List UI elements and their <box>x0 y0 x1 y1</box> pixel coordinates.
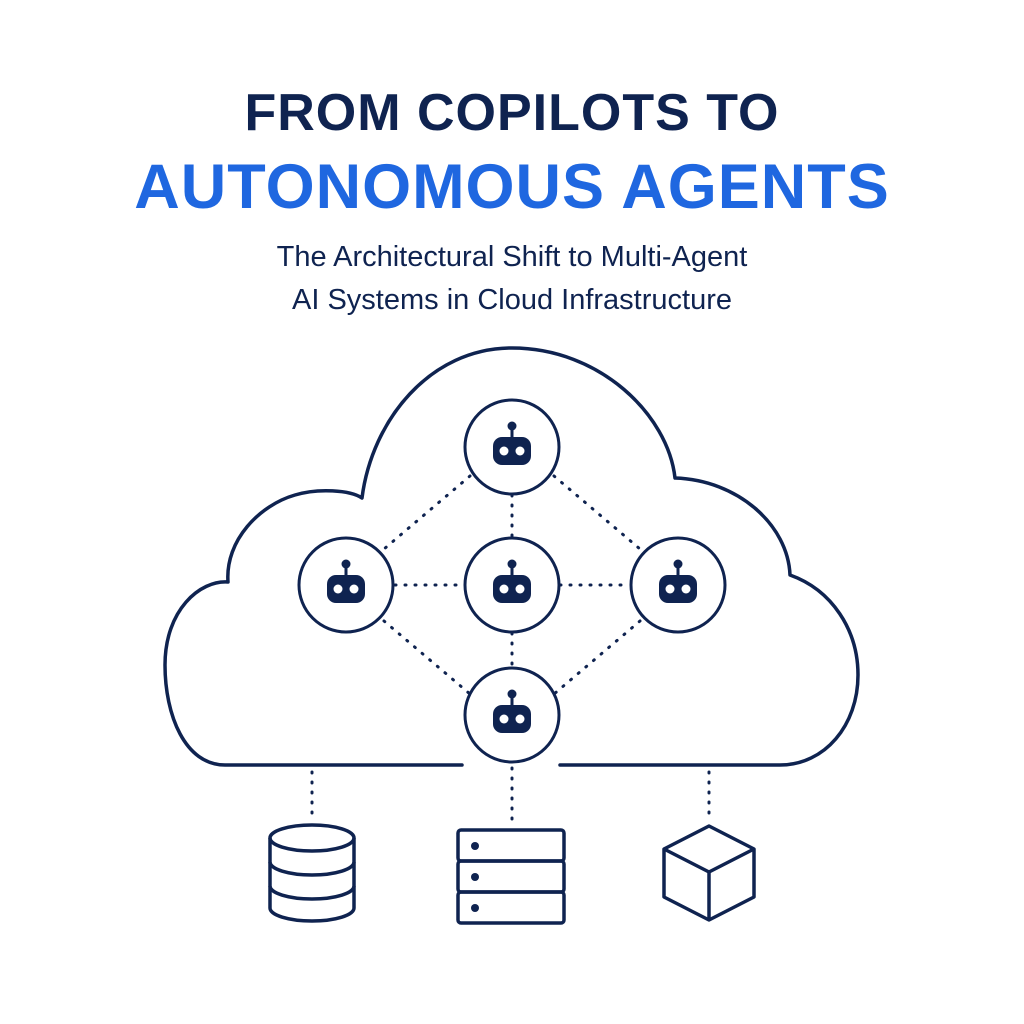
agent-links <box>382 474 642 696</box>
agent-center <box>463 536 561 634</box>
cube-icon <box>662 824 756 922</box>
subtitle-line-1: The Architectural Shift to Multi-Agent <box>276 241 748 273</box>
agent-top <box>463 398 561 496</box>
server-rack-icon <box>456 828 566 925</box>
title-line-1: FROM COPILOTS TO <box>244 84 780 142</box>
subtitle: The Architectural Shift to Multi-Agent A… <box>0 236 1024 322</box>
subtitle-line-2: AI Systems in Cloud Infrastructure <box>292 284 732 316</box>
agent-left <box>297 536 395 634</box>
resource-links <box>310 766 711 824</box>
agent-right <box>629 536 727 634</box>
database-icon <box>268 823 356 923</box>
link-top-left <box>382 474 472 551</box>
cloud-outline <box>163 346 860 767</box>
link-left-bottom <box>382 619 472 696</box>
link-top-right <box>552 474 642 551</box>
agent-bottom <box>463 666 561 764</box>
title-line-2: AUTONOMOUS AGENTS <box>134 152 890 222</box>
link-right-bottom <box>552 619 642 696</box>
header: FROM COPILOTS TO AUTONOMOUS AGENTS The A… <box>0 78 1024 322</box>
